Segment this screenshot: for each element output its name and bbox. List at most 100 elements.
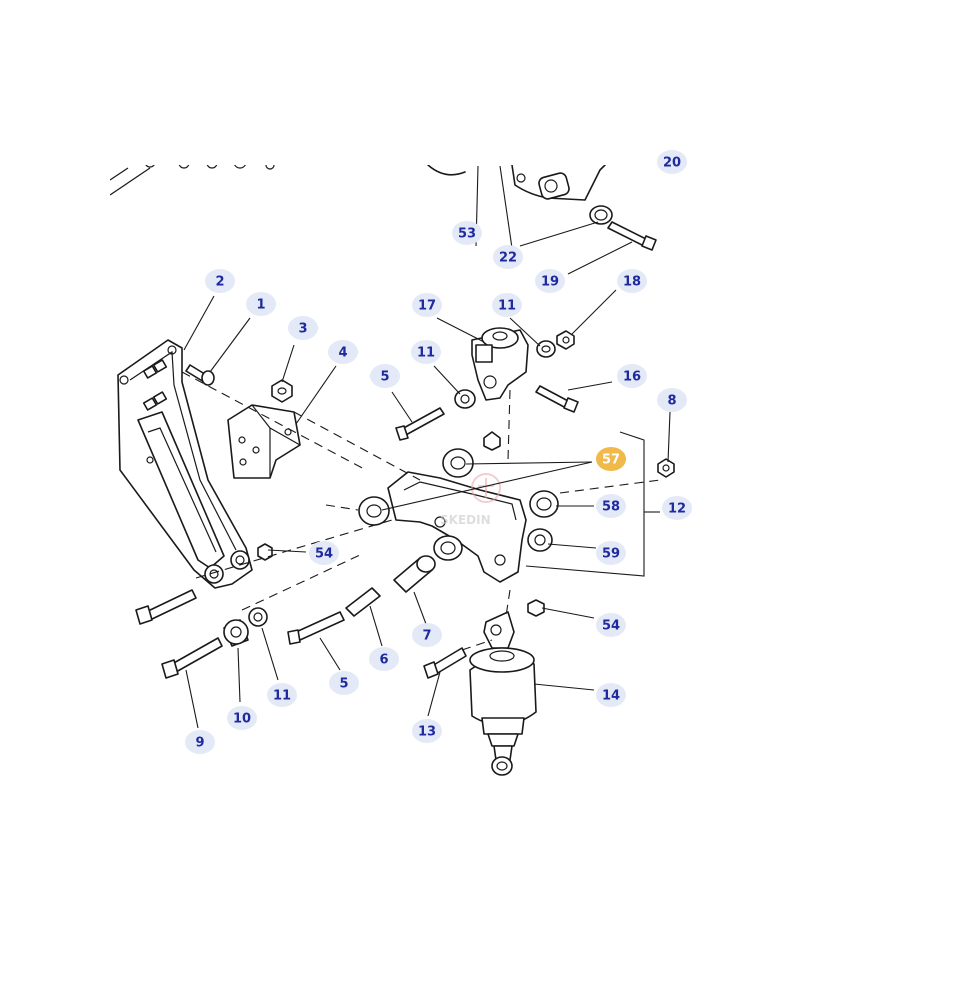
part-16-bolt	[535, 385, 579, 413]
leader-lines	[183, 165, 671, 729]
callout-c3[interactable]: 3	[288, 316, 318, 340]
assembly-dashed-lines	[181, 371, 661, 651]
callout-c5b[interactable]: 5	[329, 671, 359, 695]
callout-c4[interactable]: 4	[328, 340, 358, 364]
callout-bubble	[288, 316, 318, 340]
callout-c9[interactable]: 9	[185, 730, 215, 754]
part-8-nut	[657, 458, 675, 478]
callout-c17[interactable]: 17	[412, 293, 442, 317]
callout-c13[interactable]: 13	[412, 719, 442, 743]
callout-number: 16	[623, 370, 641, 385]
callout-bubble	[185, 730, 215, 754]
callout-bubble	[246, 292, 276, 316]
top-left-fragment	[110, 165, 275, 196]
part-19-bolt	[589, 205, 657, 251]
callout-number: 5	[339, 677, 348, 692]
callout-bubble	[309, 541, 339, 565]
callout-c11b[interactable]: 11	[411, 340, 441, 364]
callout-c54b[interactable]: 54	[596, 613, 626, 637]
callout-bubble	[369, 647, 399, 671]
callout-bubble	[596, 541, 626, 565]
callout-number: 22	[499, 251, 517, 266]
callout-bubble	[596, 447, 626, 471]
callout-bubble	[596, 494, 626, 518]
callout-bubble	[535, 269, 565, 293]
part-7-sleeve	[393, 555, 436, 593]
part-6-pin	[345, 587, 381, 617]
callout-c6[interactable]: 6	[369, 647, 399, 671]
callout-bubble	[329, 671, 359, 695]
callout-number: 17	[418, 299, 436, 314]
callout-c14[interactable]: 14	[596, 683, 626, 707]
callout-bubble	[596, 613, 626, 637]
part-58-bushing	[529, 490, 559, 518]
part-13-bolt	[423, 647, 467, 679]
callout-c53[interactable]: 53	[452, 221, 482, 245]
callout-number: 1	[256, 298, 265, 313]
callout-bubble	[412, 719, 442, 743]
callout-number: 57	[602, 453, 620, 468]
callout-bubble	[662, 496, 692, 520]
part-57-bushings	[358, 448, 474, 526]
part-9-bolt	[161, 637, 223, 679]
callout-c16[interactable]: 16	[617, 364, 647, 388]
callout-number: 2	[215, 275, 224, 290]
callout-c11a[interactable]: 11	[492, 293, 522, 317]
callout-c20[interactable]: 20	[657, 150, 687, 174]
part-3-nut	[271, 379, 293, 403]
callout-c58[interactable]: 58	[596, 494, 626, 518]
callout-number: 58	[602, 500, 620, 515]
callout-number: 14	[602, 689, 620, 704]
callout-c8[interactable]: 8	[657, 388, 687, 412]
callout-number: 4	[338, 346, 347, 361]
callout-bubble	[205, 269, 235, 293]
callout-c7[interactable]: 7	[412, 623, 442, 647]
callout-number: 5	[380, 370, 389, 385]
part-11-washer-upper	[536, 340, 556, 358]
callout-number: 59	[602, 547, 620, 562]
part-17-mount	[471, 327, 529, 401]
callout-c57[interactable]: 57	[596, 447, 626, 471]
callout-bubble	[227, 706, 257, 730]
part-1-bolt	[185, 364, 215, 386]
part-11-washer-mid	[454, 389, 476, 409]
part-14-shock-absorber	[469, 611, 537, 776]
callout-bubble	[452, 221, 482, 245]
callout-c59[interactable]: 59	[596, 541, 626, 565]
part-12-rocker-arm	[387, 471, 527, 583]
callout-number: 20	[663, 156, 681, 171]
drawing-lines	[110, 165, 675, 776]
callout-c19[interactable]: 19	[535, 269, 565, 293]
callout-c11c[interactable]: 11	[267, 683, 297, 707]
part-54-nut-left	[257, 543, 273, 561]
callout-number: 12	[668, 502, 686, 517]
callout-c5a[interactable]: 5	[370, 364, 400, 388]
part-10-spacer	[223, 619, 249, 647]
callout-number: 11	[417, 346, 435, 361]
callout-c12[interactable]: 12	[662, 496, 692, 520]
callout-number: 7	[422, 629, 431, 644]
callout-number: 11	[273, 689, 291, 704]
callout-number: 8	[667, 394, 676, 409]
part-2-bracket	[117, 339, 253, 589]
callout-number: 54	[602, 619, 620, 634]
callout-number: 9	[195, 736, 204, 751]
callout-c2[interactable]: 2	[205, 269, 235, 293]
callout-c22[interactable]: 22	[493, 245, 523, 269]
callout-c10[interactable]: 10	[227, 706, 257, 730]
callout-number: 18	[623, 275, 641, 290]
part-5-bolt-lower	[287, 611, 345, 645]
callout-bubble	[617, 269, 647, 293]
callout-bubble	[328, 340, 358, 364]
callout-bubble	[493, 245, 523, 269]
callout-bubble	[617, 364, 647, 388]
callout-c18[interactable]: 18	[617, 269, 647, 293]
callout-number: 6	[379, 653, 388, 668]
callout-c54a[interactable]: 54	[309, 541, 339, 565]
callout-c1[interactable]: 1	[246, 292, 276, 316]
callout-bubble	[411, 340, 441, 364]
callout-bubble	[370, 364, 400, 388]
